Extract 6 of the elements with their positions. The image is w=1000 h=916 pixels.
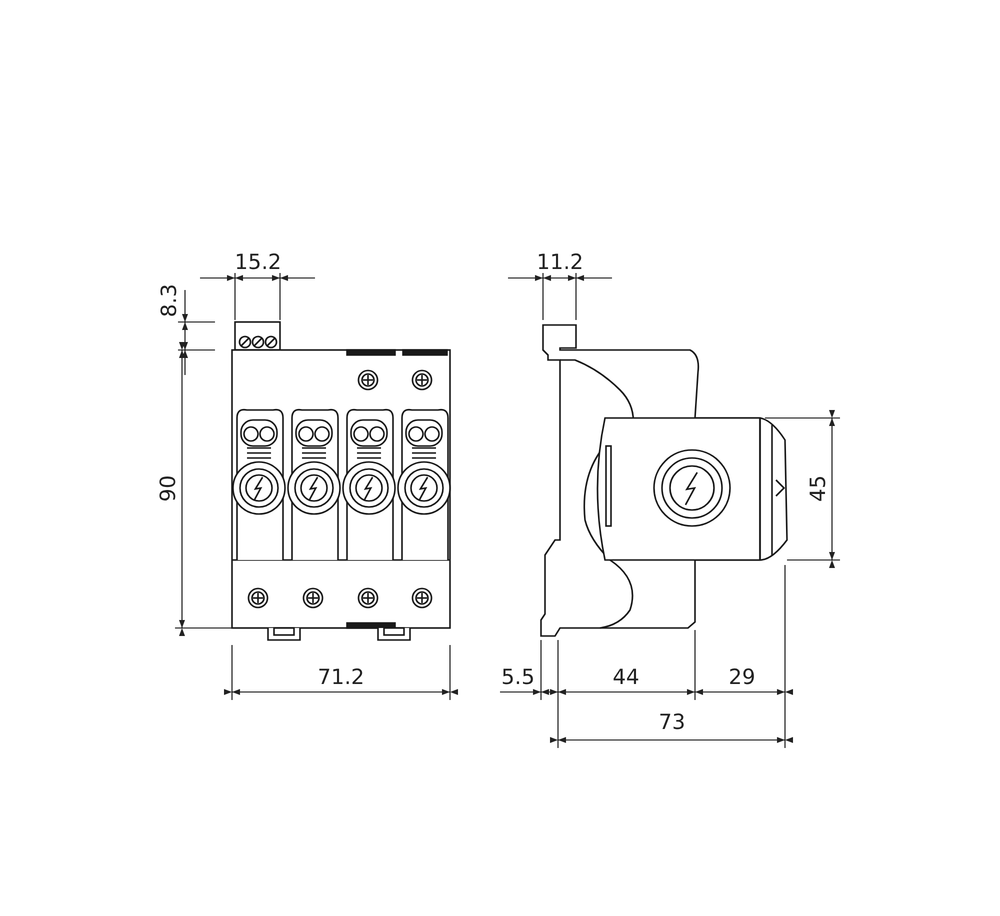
- dimension-label: 11.2: [536, 252, 584, 272]
- dimension-label: 15.2: [234, 252, 282, 272]
- dimension-label: 90: [158, 474, 178, 502]
- dimension-label: 73: [658, 712, 686, 732]
- dimension-label: 5.5: [500, 666, 536, 688]
- dimension-label: 29: [728, 666, 756, 688]
